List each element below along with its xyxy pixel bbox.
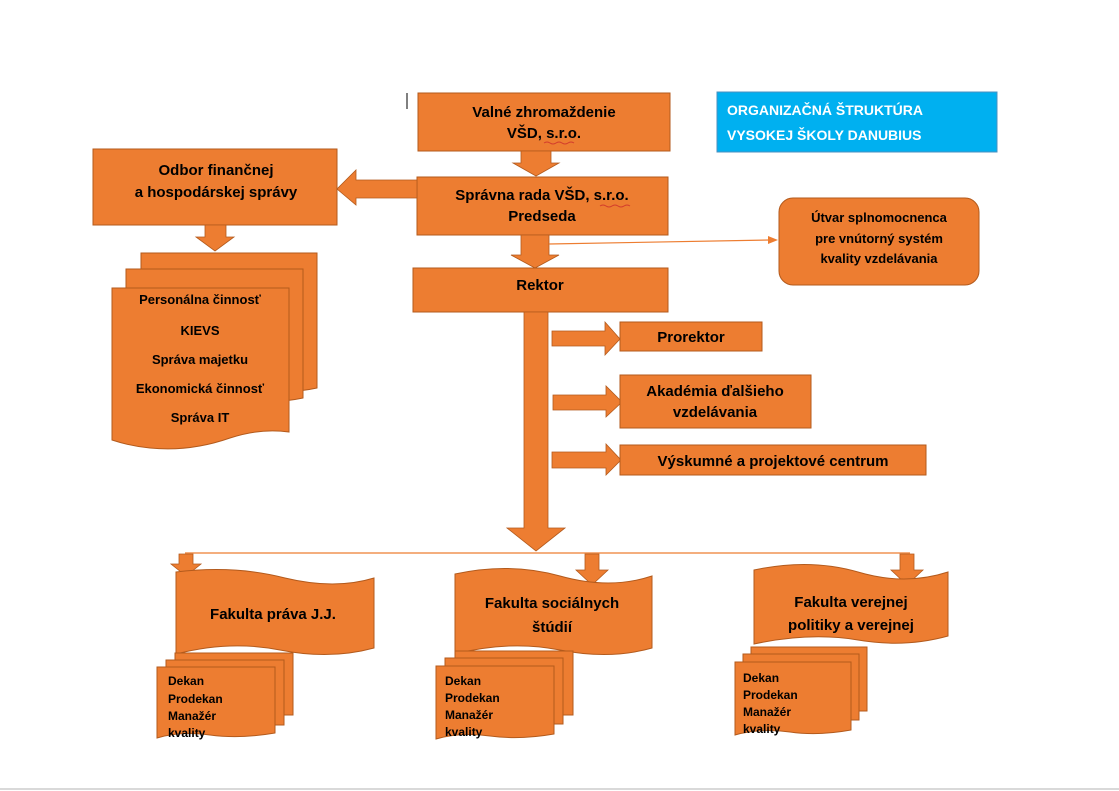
connector-spravna-to-utvar [548, 236, 778, 245]
spravna-line-1: Správna rada VŠD, s.r.o. [455, 186, 628, 204]
arrow-valne-to-spravna [511, 150, 561, 177]
odbor-items-stack: Personálna činnosť KIEVS Správa majetku … [111, 252, 318, 450]
odbor-item-1: KIEVS [180, 323, 219, 338]
odbor-line-2: a hospodárskej správy [135, 184, 298, 201]
arrow-to-prorektor [551, 320, 621, 357]
title-line-1: ORGANIZAČNÁ ŠTRUKTÚRA [727, 101, 923, 118]
utvar-line-2: pre vnútorný systém [815, 231, 943, 246]
odbor-item-4: Správa IT [171, 410, 230, 425]
faculty-1-staff-3: kvality [168, 726, 206, 740]
odbor-line-1: Odbor finančnej [158, 162, 273, 179]
rektor-label: Rektor [516, 277, 564, 294]
faculty-2-name-line-1: Fakulta sociálnych [485, 595, 619, 612]
faculty-1-name-line-1: Fakulta práva J.J. [210, 606, 336, 623]
faculty-2-staff-3: kvality [445, 725, 483, 739]
node-prorektor: Prorektor [619, 321, 763, 352]
faculty-2-staff-1: Prodekan [445, 691, 500, 705]
akademia-line-1: Akadémia ďalšieho [646, 383, 784, 400]
faculty-3-name-line-2: politiky a verejnej [788, 617, 914, 634]
odbor-item-0: Personálna činnosť [139, 292, 262, 307]
akademia-line-2: vzdelávania [673, 404, 758, 421]
arrow-to-faculty-3 [889, 553, 925, 586]
faculty-1: Fakulta práva J.J. Dekan Prodekan Manažé… [156, 569, 375, 740]
arrow-to-vyskumne [551, 442, 622, 476]
faculty-2-name-line-2: štúdií [532, 619, 573, 636]
faculty-3-name-line-1: Fakulta verejnej [794, 594, 907, 611]
utvar-line-3: kvality vzdelávania [820, 251, 938, 266]
arrow-rektor-to-faculties [505, 311, 567, 552]
node-utvar-splnomocnenca: Útvar splnomocnenca pre vnútorný systém … [778, 197, 980, 286]
faculty-2-staff-2: Manažér [445, 708, 493, 722]
faculty-3-staff-2: Manažér [743, 705, 791, 719]
spell-check-underline [543, 141, 575, 145]
node-akademia: Akadémia ďalšieho vzdelávania [619, 374, 812, 429]
title-line-2: VYSOKEJ ŠKOLY DANUBIUS [727, 126, 922, 143]
arrow-spravna-to-odbor [336, 169, 418, 206]
arrow-to-akademia [552, 385, 623, 418]
prorektor-label: Prorektor [657, 329, 725, 346]
faculty-1-staff-1: Prodekan [168, 692, 223, 706]
faculty-1-staff-2: Manažér [168, 709, 216, 723]
valne-line-2: VŠD, s.r.o. [507, 124, 581, 142]
faculty-1-staff-0: Dekan [168, 674, 204, 688]
valne-line-1: Valné zhromaždenie [472, 104, 615, 121]
node-vyskumne-centrum: Výskumné a projektové centrum [619, 444, 927, 476]
odbor-item-2: Správa majetku [152, 352, 248, 367]
faculty-3-staff-0: Dekan [743, 671, 779, 685]
vyskumne-label: Výskumné a projektové centrum [658, 453, 889, 470]
utvar-line-1: Útvar splnomocnenca [811, 210, 948, 225]
faculty-2-staff-0: Dekan [445, 674, 481, 688]
faculty-3-staff-3: kvality [743, 722, 781, 736]
node-spravna-rada: Správna rada VŠD, s.r.o. Predseda [416, 176, 669, 236]
node-rektor: Rektor [412, 267, 669, 313]
spravna-line-2: Predseda [508, 208, 576, 225]
odbor-item-3: Ekonomická činnosť [136, 381, 265, 396]
title-box: ORGANIZAČNÁ ŠTRUKTÚRA VYSOKEJ ŠKOLY DANU… [716, 91, 998, 153]
node-valne-zhromazdenie: Valné zhromaždenie VŠD, s.r.o. [417, 92, 671, 152]
faculty-2: Fakulta sociálnych štúdií Dekan Prodekan… [435, 567, 653, 740]
arrow-to-faculty-2 [574, 553, 610, 586]
arrow-odbor-to-items [194, 224, 236, 252]
arrow-spravna-to-rektor [510, 234, 560, 269]
node-odbor-financnej: Odbor finančnej a hospodárskej správy [92, 148, 338, 226]
faculty-3-staff-1: Prodekan [743, 688, 798, 702]
faculty-3: Fakulta verejnej politiky a verejnej Dek… [734, 563, 949, 736]
